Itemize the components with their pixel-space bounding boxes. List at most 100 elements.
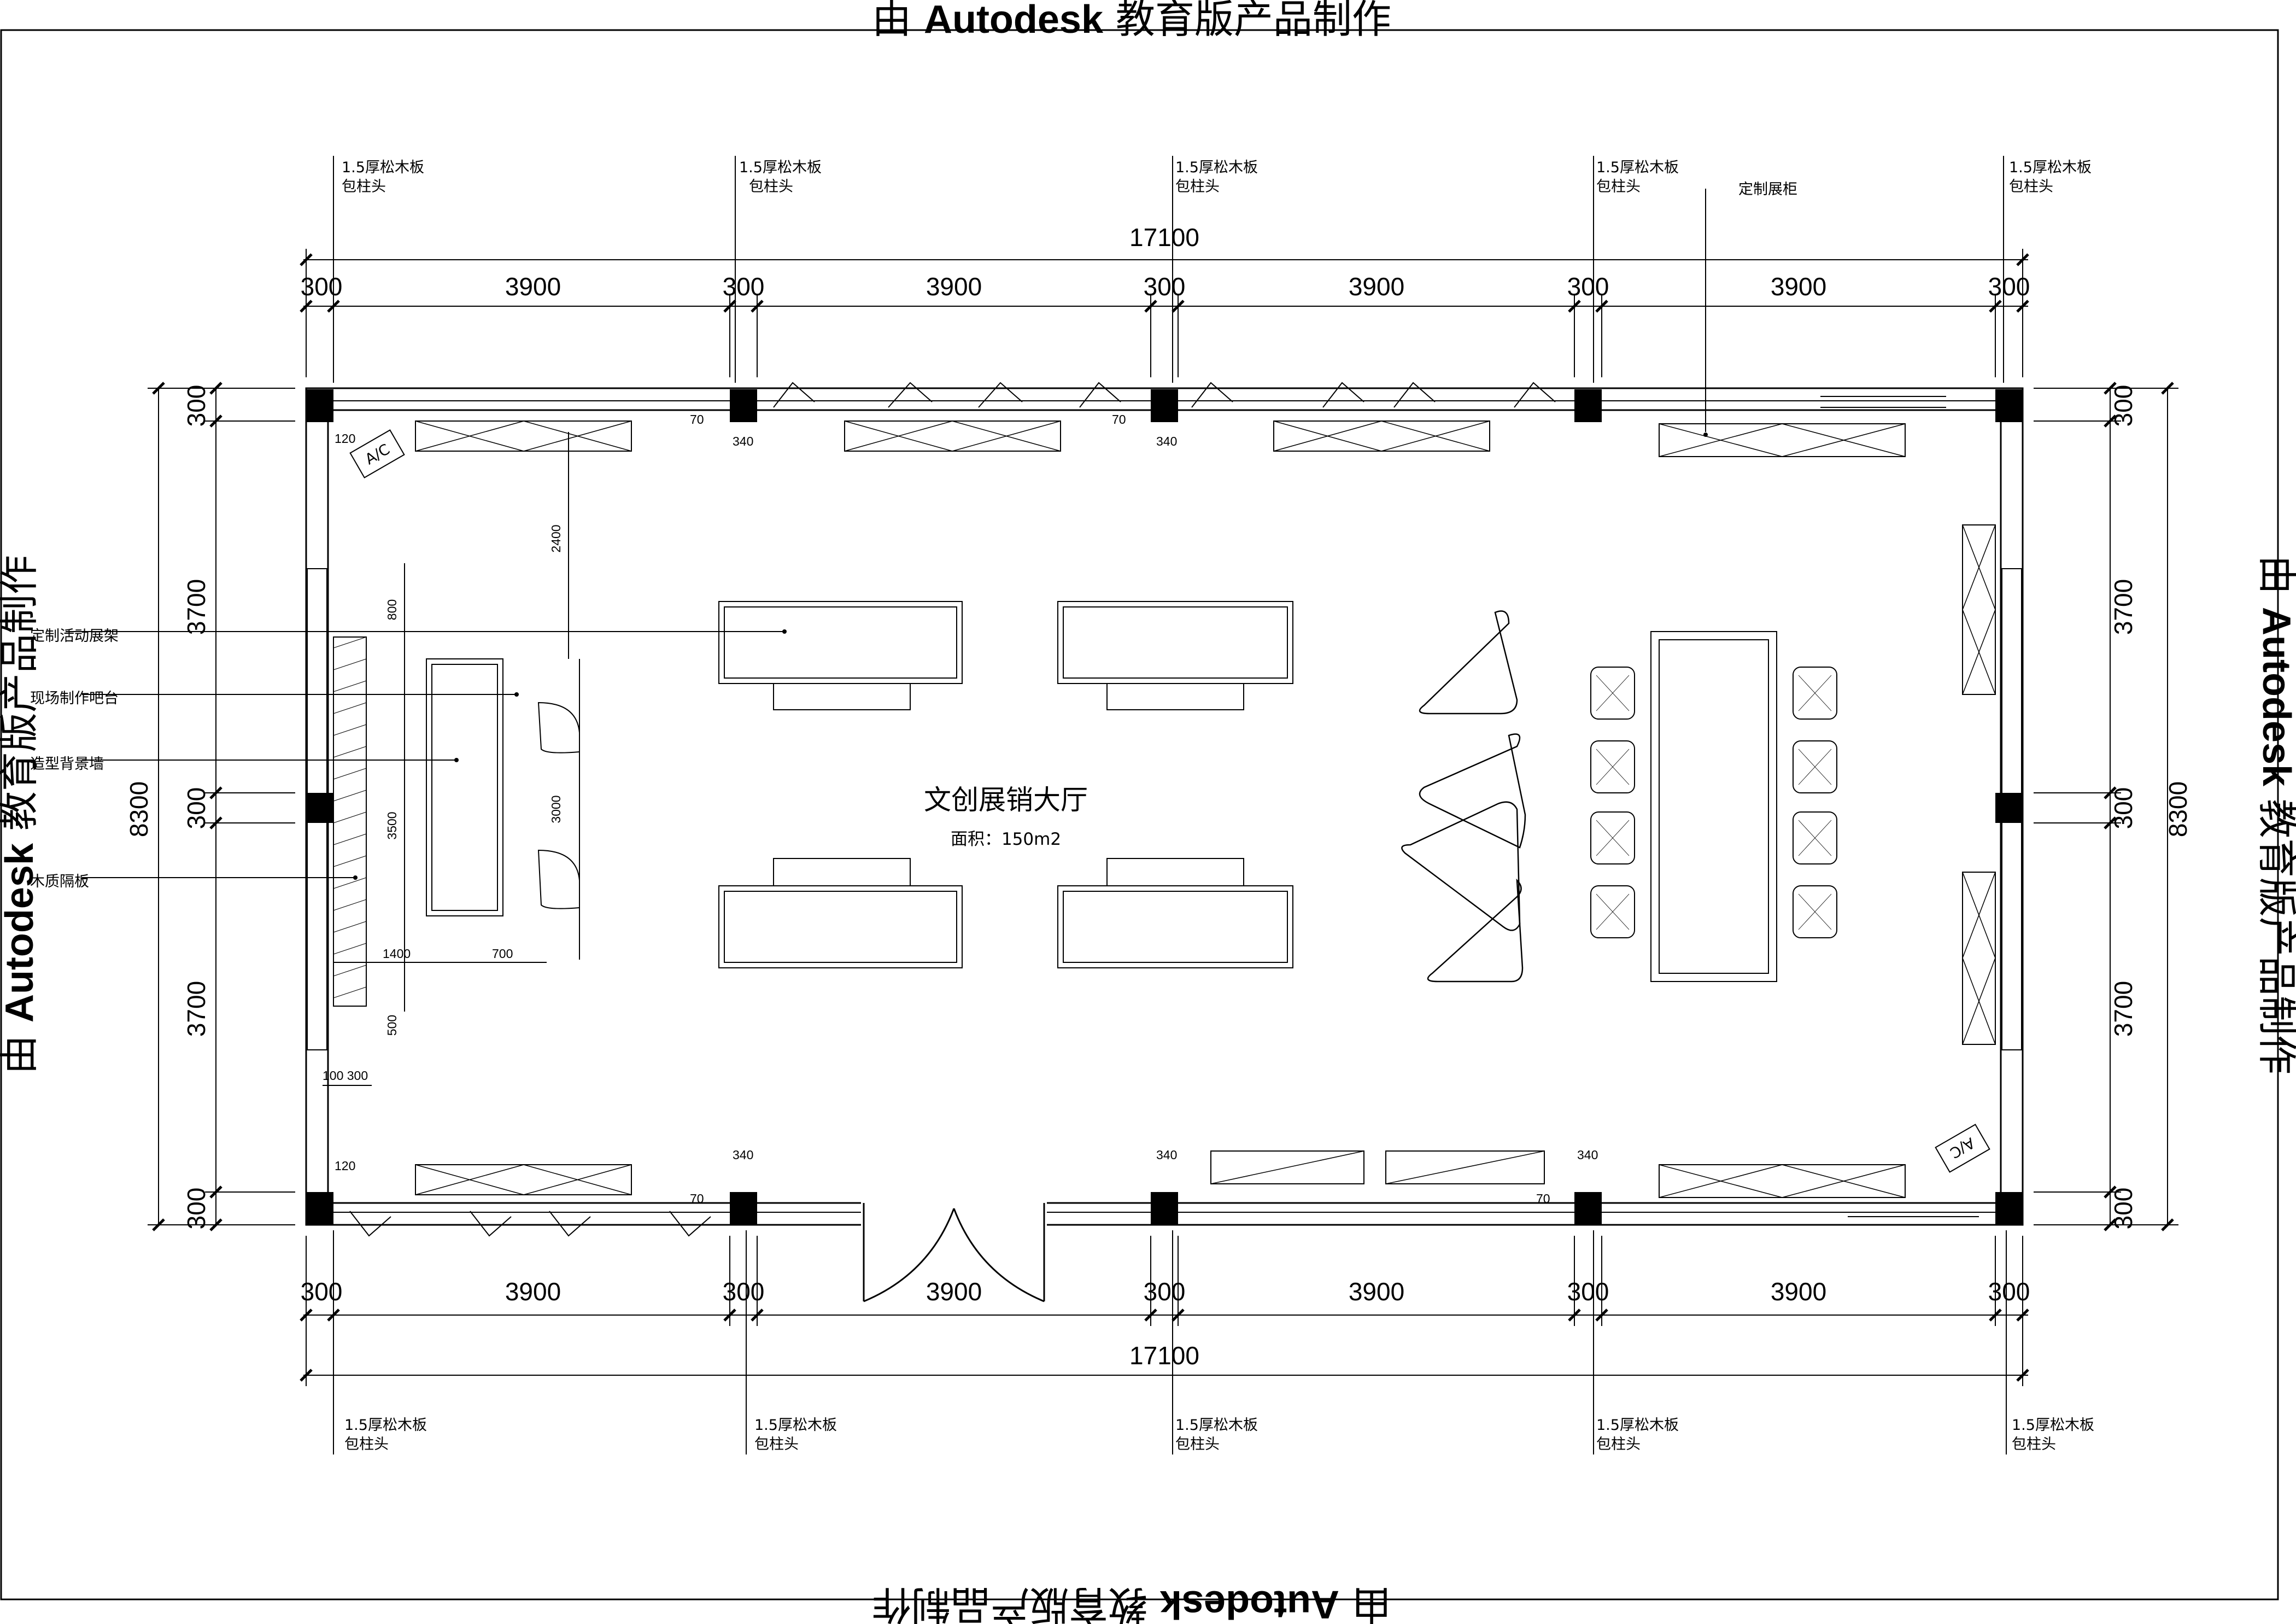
top-seg: 300: [1144, 272, 1186, 301]
top-seg: 3900: [1349, 272, 1404, 301]
ac-unit-bottom: A/C: [1935, 1124, 1990, 1173]
top-segment-dims: 300 3900 300 3900 300 3900 300 3900 300: [301, 272, 2030, 301]
column-notes-bottom: 1.5厚松木板 包柱头 1.5厚松木板 包柱头 1.5厚松木板 包柱头 1.5厚…: [344, 1417, 2094, 1453]
bottom-seg: 300: [1988, 1277, 2030, 1306]
dim-340: 340: [733, 1148, 753, 1162]
column-note-line1: 1.5厚松木板: [1596, 159, 1679, 176]
chairs: [537, 667, 1837, 938]
small-dims: 120 120 340 340 340 340 340 70 70 70 70 …: [323, 412, 1598, 1206]
bottom-seg: 300: [723, 1277, 765, 1306]
chair-weave: [1596, 675, 1832, 930]
bottom-seg: 3900: [1771, 1277, 1826, 1306]
bottom-seg: 300: [1567, 1277, 1609, 1306]
window-casements: [349, 382, 1979, 1237]
furniture-outlines: [333, 420, 1996, 1198]
drawing-frame: [0, 29, 2279, 1600]
left-seg: 300: [182, 1188, 210, 1230]
left-seg: 3700: [182, 579, 210, 635]
watermark-right: 由 Autodesk 教育版产品制作: [2254, 555, 2296, 1074]
column-note-line1: 1.5厚松木板: [342, 159, 424, 176]
top-seg: 300: [723, 272, 765, 301]
top-seg: 300: [1988, 272, 2030, 301]
left-leaders: [66, 631, 784, 878]
left-notes: 定制活动展架 现场制作吧台 造型背景墙 木质隔板: [30, 628, 119, 890]
column-note-line1: 1.5厚松木板: [739, 159, 822, 176]
bottom-seg: 300: [301, 1277, 343, 1306]
right-seg: 3700: [2109, 579, 2137, 635]
right-seg: 300: [2109, 1188, 2137, 1230]
watermark-top: 由 Autodesk 教育版产品制作: [872, 0, 1391, 42]
left-seg: 300: [182, 787, 210, 829]
top-seg: 300: [1567, 272, 1609, 301]
column-note-line2: 包柱头: [1596, 1436, 1641, 1453]
column-note-line1: 1.5厚松木板: [2012, 1417, 2094, 1434]
window-frames: [307, 400, 2022, 1213]
left-seg: 3700: [182, 981, 210, 1037]
bottom-seg: 300: [1144, 1277, 1186, 1306]
column-note-line1: 1.5厚松木板: [1596, 1417, 1679, 1434]
bottom-seg: 3900: [505, 1277, 561, 1306]
overall-width-bottom: 17100: [1129, 1341, 1199, 1370]
right-seg: 300: [2109, 787, 2137, 829]
dim-340: 340: [1577, 1148, 1598, 1162]
column-note-line2: 包柱头: [2009, 178, 2053, 195]
column-note-line2: 包柱头: [754, 1436, 799, 1453]
dim-120: 120: [335, 431, 355, 446]
column-note-line2: 包柱头: [1596, 178, 1641, 195]
dim-340: 340: [1156, 434, 1177, 448]
left-note: 造型背景墙: [30, 756, 104, 773]
column-note-line2: 包柱头: [1175, 178, 1220, 195]
watermark-left: 由 Autodesk 教育版产品制作: [0, 555, 42, 1074]
display-cabinet-note: 定制展柜: [1738, 181, 1797, 198]
column-note-line1: 1.5厚松木板: [1175, 1417, 1258, 1434]
left-note: 木质隔板: [30, 873, 89, 890]
overall-height-right: 8300: [2164, 781, 2192, 837]
left-note: 定制活动展架: [30, 628, 119, 645]
watermark-bottom: 由 Autodesk 教育版产品制作: [872, 1582, 1391, 1624]
column-note-line2: 包柱头: [344, 1436, 389, 1453]
top-seg: 300: [301, 272, 343, 301]
dimension-ticks: [152, 253, 2174, 1382]
outer-walls: [305, 387, 2024, 1226]
left-segment-dims: 300 3700 300 3700 300: [182, 385, 210, 1230]
dim-70: 70: [690, 412, 704, 427]
column-note-line1: 1.5厚松木板: [1175, 159, 1258, 176]
column-note-line2: 包柱头: [342, 178, 386, 195]
leader-dots: [353, 433, 1708, 880]
column-note-line2: 包柱头: [749, 178, 793, 195]
entrance-door: [861, 1200, 1047, 1302]
dim-3000: 3000: [549, 795, 563, 823]
left-seg: 300: [182, 385, 210, 427]
dim-3500: 3500: [385, 811, 399, 839]
overall-width-top: 17100: [1129, 223, 1199, 252]
bottom-seg: 3900: [1349, 1277, 1404, 1306]
top-seg: 3900: [926, 272, 982, 301]
triangle-display-tables: [1401, 610, 1526, 983]
column-note-line1: 1.5厚松木板: [2009, 159, 2092, 176]
bottom-seg: 3900: [926, 1277, 982, 1306]
dim-1400: 1400: [383, 947, 411, 961]
dim-500: 500: [385, 1015, 399, 1036]
dim-700: 700: [492, 947, 513, 961]
right-seg: 300: [2109, 385, 2137, 427]
cabinet-diagonals: [415, 420, 1996, 1198]
column-note-line2: 包柱头: [2012, 1436, 2056, 1453]
column-note-line2: 包柱头: [1175, 1436, 1220, 1453]
dim-800: 800: [385, 599, 399, 620]
column-notes-top: 1.5厚松木板 包柱头 1.5厚松木板 包柱头 1.5厚松木板 包柱头 1.5厚…: [342, 159, 2092, 198]
feature-wall-hatch: [333, 636, 367, 998]
dim-340: 340: [1156, 1148, 1177, 1162]
right-seg: 3700: [2109, 981, 2137, 1037]
column-note-line1: 1.5厚松木板: [754, 1417, 837, 1434]
bottom-segment-dims: 300 3900 300 3900 300 3900 300 3900 300: [301, 1277, 2030, 1306]
ac-unit-top: A/C: [349, 429, 405, 478]
structural-columns: [306, 389, 2023, 1225]
dim-70: 70: [1536, 1191, 1550, 1206]
dim-120: 120: [335, 1159, 355, 1173]
room-area: 面积：150m2: [951, 829, 1061, 849]
dimension-lines: [148, 156, 2178, 1454]
dim-70: 70: [690, 1191, 704, 1206]
top-seg: 3900: [1771, 272, 1826, 301]
top-seg: 3900: [505, 272, 561, 301]
